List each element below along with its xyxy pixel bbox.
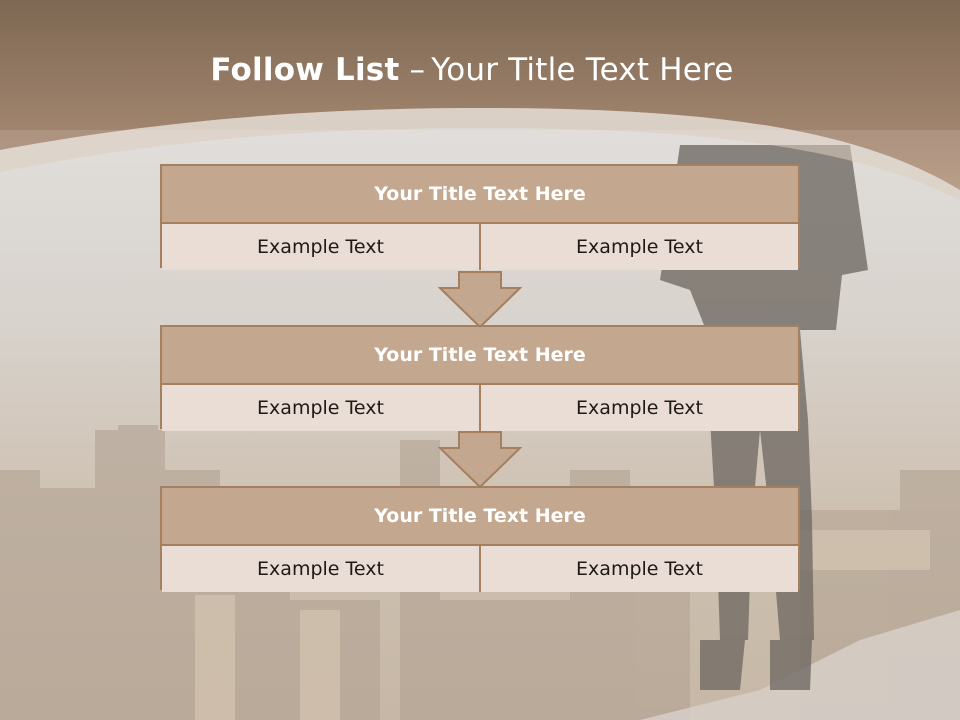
down-arrow-icon-1	[438, 271, 522, 329]
slide-title-rest: Your Title Text Here	[431, 52, 734, 88]
step-box-1: Your Title Text Here Example Text Exampl…	[160, 164, 800, 270]
step-box-2: Your Title Text Here Example Text Exampl…	[160, 325, 800, 431]
step-1-right-text: Example Text	[479, 224, 798, 270]
step-2-right-text: Example Text	[479, 385, 798, 431]
slide-title-bold: Follow List	[210, 52, 400, 88]
step-title-3: Your Title Text Here	[162, 488, 798, 546]
step-title-2: Your Title Text Here	[162, 327, 798, 385]
down-arrow-icon-2	[438, 431, 522, 489]
slide-title: Follow List–Your Title Text Here	[0, 52, 944, 88]
step-box-3: Your Title Text Here Example Text Exampl…	[160, 486, 800, 592]
step-row-3: Example Text Example Text	[162, 546, 798, 592]
slide-title-dash: –	[409, 52, 426, 88]
step-row-1: Example Text Example Text	[162, 224, 798, 270]
step-2-left-text: Example Text	[162, 385, 479, 431]
step-1-left-text: Example Text	[162, 224, 479, 270]
step-title-1: Your Title Text Here	[162, 166, 798, 224]
step-3-left-text: Example Text	[162, 546, 479, 592]
step-3-right-text: Example Text	[479, 546, 798, 592]
step-row-2: Example Text Example Text	[162, 385, 798, 431]
